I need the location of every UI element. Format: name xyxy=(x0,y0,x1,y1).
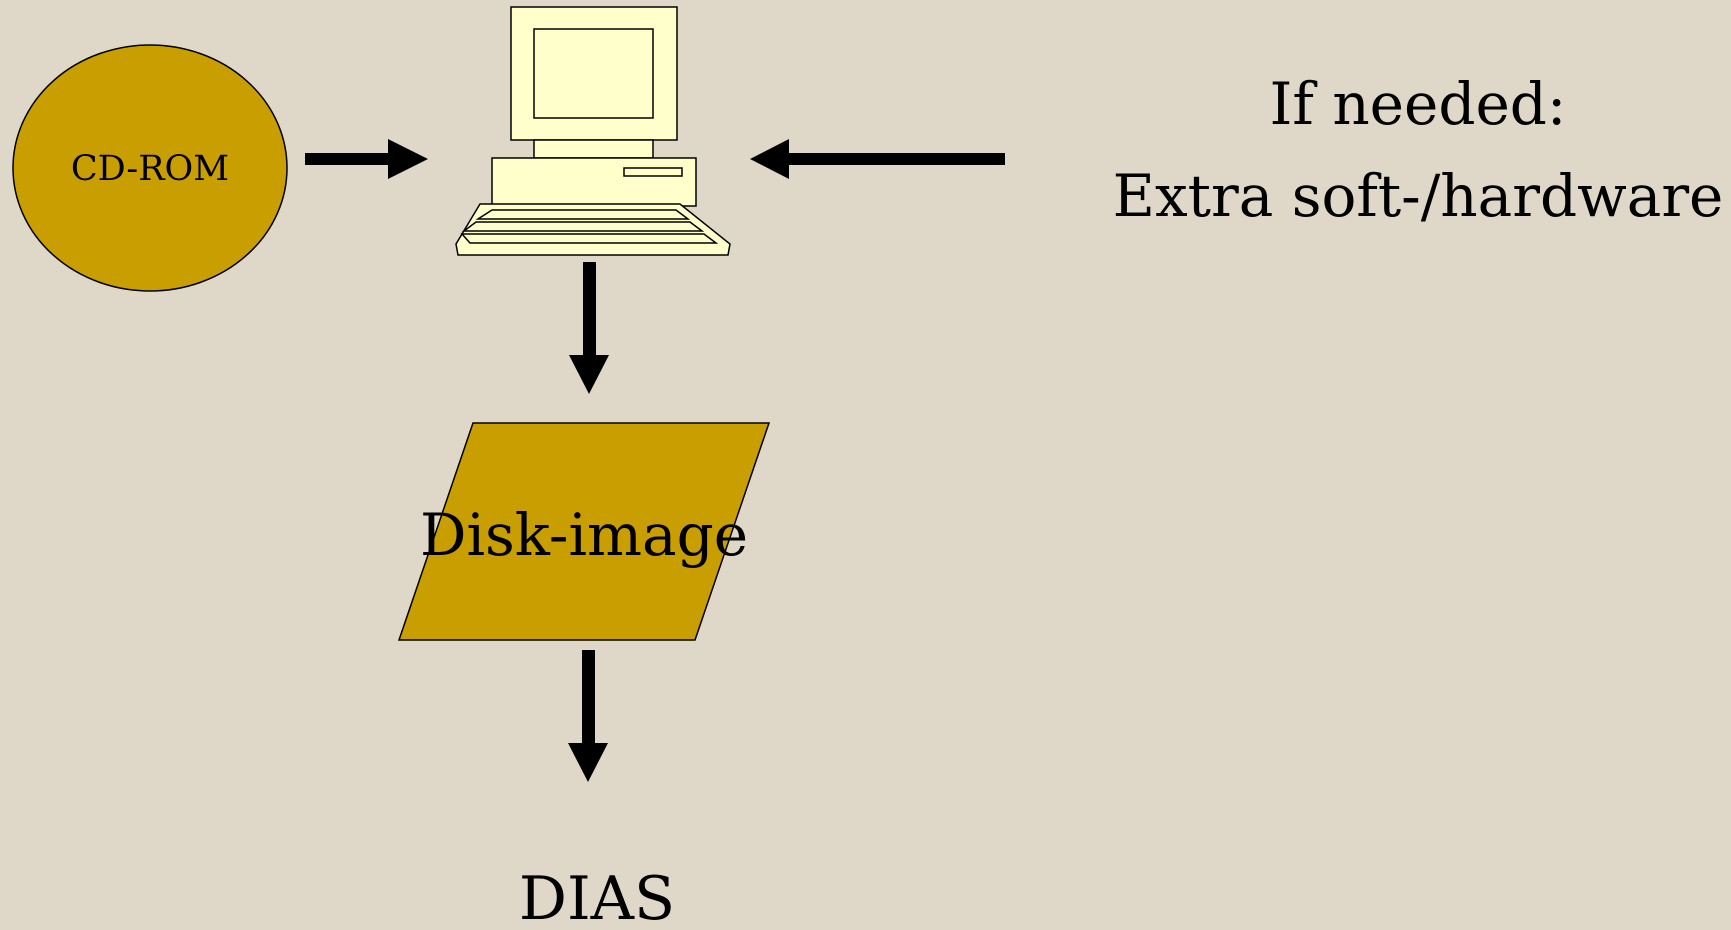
arrow-head xyxy=(568,743,608,782)
arrow-head xyxy=(750,139,789,179)
dias-label: DIAS xyxy=(519,864,675,925)
arrow-extra-to-computer xyxy=(750,139,1005,179)
arrow-disk-image-to-dias xyxy=(568,650,608,782)
arrow-head xyxy=(388,139,428,179)
extra-line-1: If needed: xyxy=(1270,70,1567,138)
disk-image-label: Disk-image xyxy=(420,501,748,569)
arrow-computer-to-disk-image xyxy=(569,262,609,394)
dias-node: DIAS xyxy=(519,864,675,930)
cdrom-label: CD-ROM xyxy=(71,149,229,189)
disk-image-node: Disk-image xyxy=(397,422,771,641)
arrow-shaft xyxy=(305,153,390,165)
extra-line-2: Extra soft-/hardware xyxy=(1113,162,1724,230)
extra-hardware-node: If needed: Extra soft-/hardware xyxy=(1113,70,1724,230)
arrow-cdrom-to-computer xyxy=(305,139,428,179)
base-unit xyxy=(491,157,697,207)
monitor-screen xyxy=(533,28,654,119)
monitor-neck xyxy=(533,139,654,159)
desktop-computer-icon xyxy=(455,6,731,256)
drive-slot xyxy=(623,167,683,177)
arrow-shaft xyxy=(787,153,1005,165)
cdrom-node: CD-ROM xyxy=(12,44,288,292)
disk-image-parallelogram xyxy=(397,422,771,641)
cdrom-ellipse xyxy=(12,44,288,292)
keyboard-row-1 xyxy=(475,209,691,220)
keyboard-row-2 xyxy=(461,221,705,232)
keyboard-row-3 xyxy=(460,233,719,244)
arrow-shaft xyxy=(582,650,595,746)
arrow-shaft xyxy=(583,262,596,357)
arrow-head xyxy=(569,355,609,394)
